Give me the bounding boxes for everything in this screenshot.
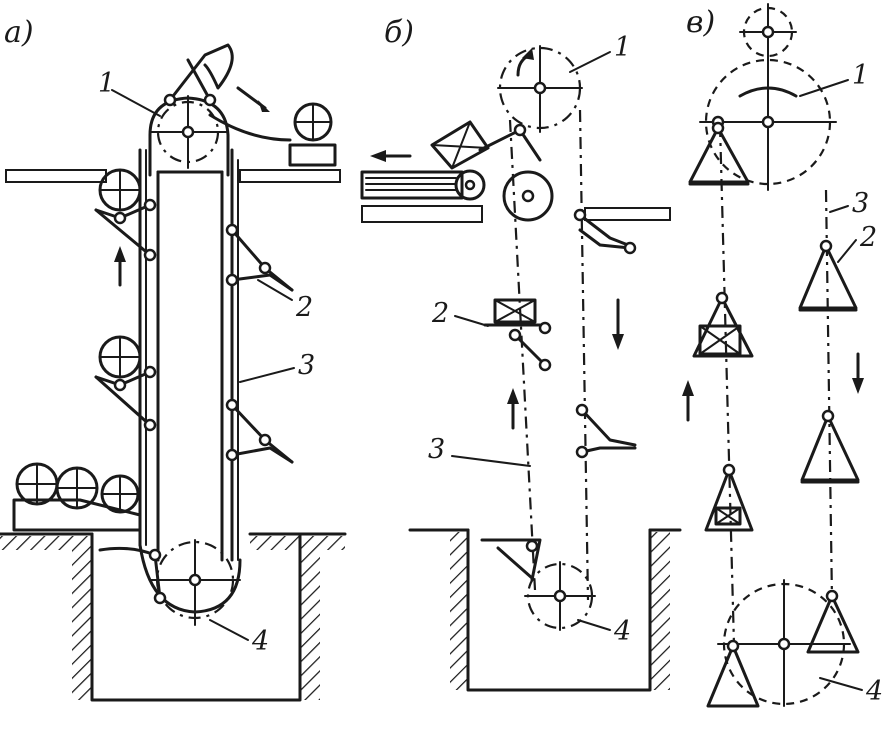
panel-b-callout-2: 2 (431, 298, 449, 329)
panel-v-label: в) (686, 5, 715, 40)
panel-a-callouts: 1 2 3 4 (98, 68, 315, 657)
panel-a-pit (0, 532, 347, 702)
panel-v: в) (682, 3, 883, 708)
panel-b-callout-3: 3 (428, 434, 445, 465)
panel-a-callout-2: 2 (295, 292, 313, 323)
panel-b-arrows (507, 298, 624, 430)
panel-b-callouts: 1 2 3 4 (428, 32, 631, 647)
panel-b-callout-4: 4 (613, 616, 631, 647)
panel-b-label: б) (384, 15, 414, 50)
panel-a-callout-4: 4 (251, 626, 269, 657)
panel-v-callouts: 1 2 3 4 (799, 60, 883, 707)
panel-a-callout-3: 3 (298, 350, 315, 381)
panel-b-cart (370, 120, 554, 222)
panel-v-arrows (682, 352, 864, 422)
panel-v-callout-3: 3 (852, 188, 869, 219)
panel-a-left-cradles (94, 168, 157, 432)
panel-v-sprocket-bottom (717, 579, 851, 707)
panel-b: б) (360, 15, 682, 692)
panel-a-column (138, 96, 242, 614)
panel-a-label: а) (4, 15, 34, 50)
panel-v-callout-4: 4 (865, 676, 883, 707)
panel-a-callout-1: 1 (98, 68, 115, 99)
panel-v-chains (718, 124, 834, 646)
panel-v-callout-2: 2 (859, 222, 877, 253)
panel-b-pit (408, 528, 682, 692)
panel-v-sprocket-top (699, 55, 837, 191)
panel-v-left-cradles (688, 121, 760, 708)
panel-v-right-cradles (798, 239, 860, 654)
panel-a-sprocket-bottom (149, 539, 241, 626)
panel-b-callout-1: 1 (614, 32, 631, 63)
panel-a-loading-ramp (12, 462, 167, 605)
panel-a-top-cradle (163, 43, 337, 167)
panel-b-chain (497, 45, 596, 631)
panel-a-sprocket-top (149, 95, 227, 169)
panel-v-callout-1: 1 (852, 60, 869, 91)
panel-a-right-cradles (225, 223, 294, 464)
panel-b-platforms (480, 208, 637, 582)
panel-b-upper-floor (360, 170, 671, 223)
panel-v-top-guide (739, 3, 797, 61)
panel-a: а) (0, 15, 347, 702)
